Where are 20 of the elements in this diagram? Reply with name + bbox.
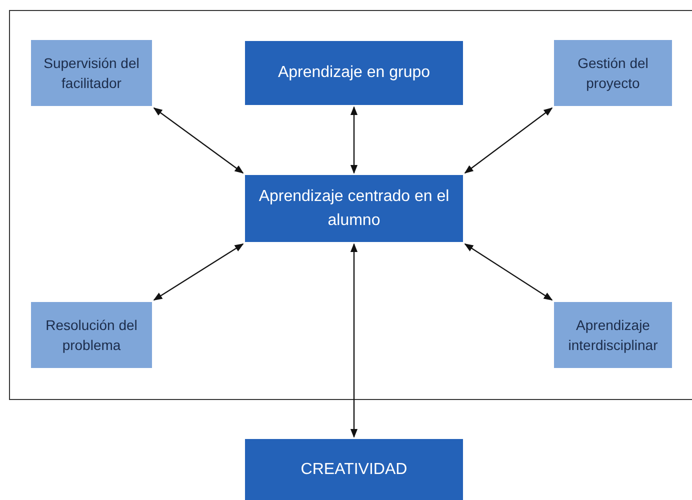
concept-box	[245, 41, 463, 105]
box-label: Aprendizaje en grupo	[278, 63, 430, 84]
box-label: Resolución del problema	[44, 316, 138, 355]
double-arrow	[464, 107, 553, 174]
concept-box	[245, 439, 463, 500]
double-arrow	[153, 107, 244, 174]
concept-box	[554, 302, 672, 368]
concept-box	[31, 302, 152, 368]
concept-box	[554, 40, 672, 106]
box-label: Gestión del proyecto	[576, 54, 650, 93]
concept-box	[31, 40, 152, 106]
double-arrow	[464, 244, 553, 300]
double-arrow	[350, 106, 358, 174]
box-label: CREATIVIDAD	[300, 460, 408, 480]
concept-box	[245, 175, 463, 242]
box-label: Aprendizaje centrado en el alumno	[258, 187, 450, 230]
box-label: Aprendizaje interdisciplinar	[567, 316, 659, 355]
box-label: Supervisión del facilitador	[42, 54, 140, 93]
double-arrow	[350, 243, 358, 438]
double-arrow	[153, 244, 244, 300]
